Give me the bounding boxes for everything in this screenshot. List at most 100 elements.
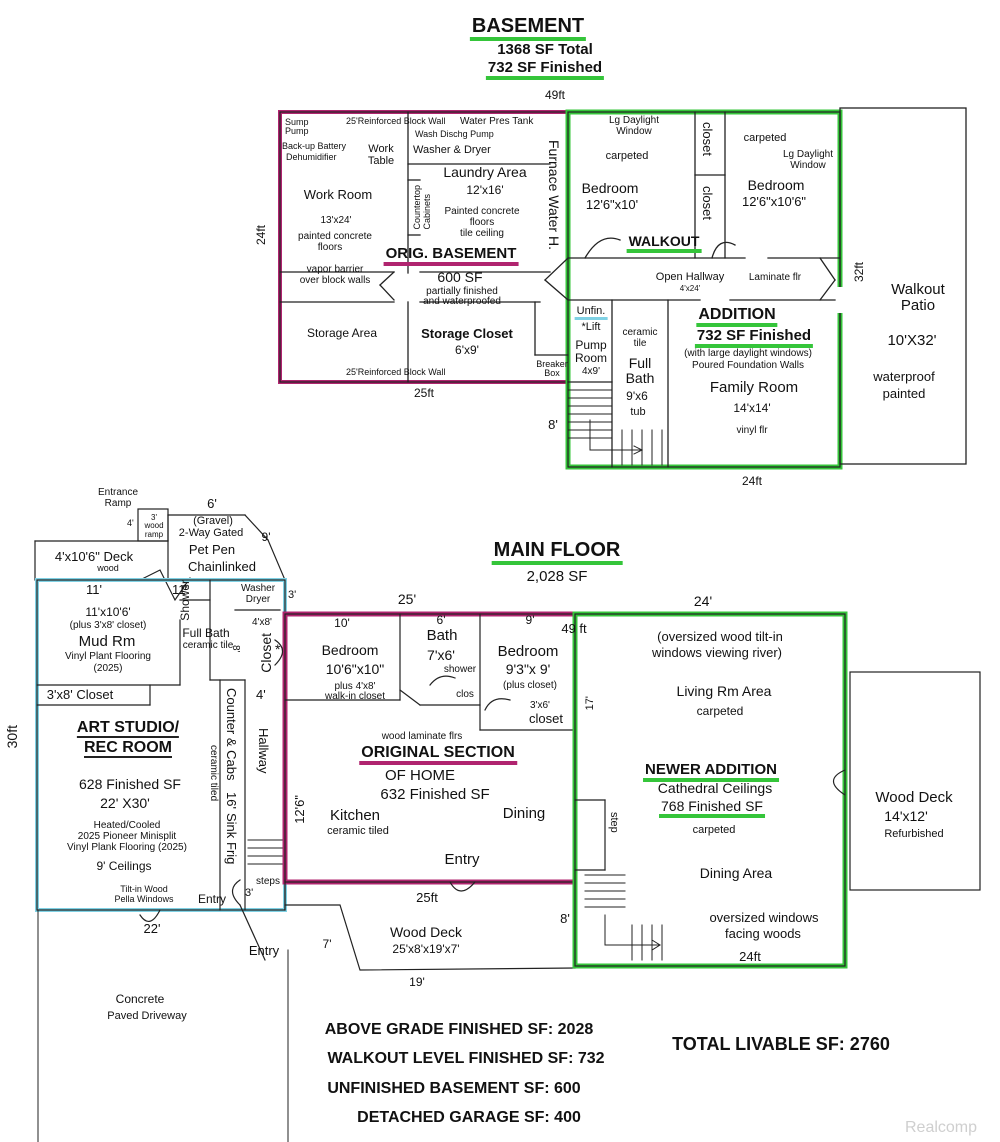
dim-10: 10' [334, 616, 350, 630]
deck-bottom-dim: 25'x8'x19'x7' [392, 942, 460, 956]
summary-above-grade: ABOVE GRADE FINISHED SF: 2028 [324, 1021, 594, 1038]
deck-right-dim: 14'x12' [884, 808, 928, 824]
mud-year: (2025) [93, 663, 123, 674]
shower-top-dim: 11' [172, 582, 188, 597]
storage-closet-dim: 6'x9' [455, 343, 479, 357]
family-room-name: Family Room [709, 379, 799, 396]
original-section-line1: ORIGINAL SECTION [359, 744, 517, 765]
art-window2: Pella Windows [114, 894, 174, 904]
bedroom-main2-note: (plus closet) [503, 680, 557, 691]
breaker-box-label: Breaker Box [536, 359, 568, 379]
newer-addition-floor: carpeted [692, 824, 736, 836]
basement-dim-bottom-right: 24ft [741, 474, 763, 488]
bedroom2-name: Bedroom [747, 177, 805, 193]
backup-battery-label: Back-up Battery [282, 141, 347, 151]
basement-title: BASEMENT [469, 15, 587, 41]
art-studio-dim: 22' X30' [100, 795, 150, 811]
orig-basement-note1: partially finished [426, 286, 498, 297]
kitchen-name: Kitchen [329, 807, 381, 824]
bedroom1-name: Bedroom [581, 180, 639, 196]
patio-name: Walkout Patio [891, 281, 945, 314]
lift-label: *Lift [581, 321, 601, 333]
laminate-label: wood laminate flrs [381, 731, 463, 742]
dim-24ft-main: 24ft [739, 949, 761, 964]
deck-bottom-name: Wood Deck [389, 924, 463, 940]
hallway-floor: Laminate flr [748, 272, 802, 283]
patio-dim: 10'X32' [887, 332, 937, 349]
work-room-name: Work Room [303, 187, 373, 202]
bedroom-main1-note2: walk-in closet [324, 691, 386, 702]
art-note3: Vinyl Plank Flooring (2025) [67, 842, 187, 853]
laundry-ceiling: tile ceiling [460, 228, 504, 239]
closet2-label: closet [700, 186, 715, 220]
hallway-dim: 4'x24' [679, 284, 701, 293]
dehumidifier-label: Dehumidifier [286, 152, 337, 162]
summary-total: TOTAL LIVABLE SF: 2760 [672, 1034, 890, 1054]
pet-pen-line2: 2-Way Gated [178, 527, 244, 539]
dining-label: Dining [502, 805, 546, 822]
basement-dim-top: 49ft [544, 88, 566, 102]
pet-pen-line3: Pet Pen [188, 542, 236, 557]
mud-floor: Vinyl Plant Flooring [65, 651, 151, 662]
work-room-floor2: floors [317, 242, 343, 253]
bath-dim: 9'x6 [626, 389, 648, 403]
closet1-label: closet [700, 122, 715, 156]
laundry-dim: 12'x16' [466, 183, 504, 197]
original-section-line2: OF HOME [385, 767, 455, 784]
basement-total-sf: 1368 SF Total [497, 41, 593, 58]
closet-3x8-label: 3'x8' Closet [46, 687, 114, 702]
addition-note2: Poured Foundation Walls [692, 360, 804, 371]
art-ceiling: 9' Ceilings [96, 859, 152, 873]
art-window1: Tilt-in Wood [120, 884, 168, 894]
living-floor: carpeted [696, 704, 744, 718]
addition-sf: 732 SF Finished [694, 327, 814, 348]
bath-tub: tub [630, 406, 646, 418]
orig-basement-title: ORIG. BASEMENT [383, 245, 519, 266]
bedroom-main2-name: Bedroom [497, 643, 559, 660]
art-studio-sf: 628 Finished SF [79, 776, 181, 792]
storage-area-label: Storage Area [306, 326, 378, 340]
driveway-line2: Paved Driveway [107, 1010, 187, 1022]
art-note1: Heated/Cooled [93, 820, 161, 831]
walkout-label: WALKOUT [626, 233, 702, 253]
storage-closet-name: Storage Closet [421, 326, 513, 341]
windows-river-line1: (oversized wood tilt-in [657, 629, 783, 644]
work-room-vapor1: vapor barrier [306, 264, 364, 275]
basement-dim-right: 32ft [852, 262, 866, 283]
bath-name: Full Bath [625, 355, 655, 386]
washer-dryer-label: Washer & Dryer [413, 144, 491, 156]
bath-tile: ceramic tile [622, 327, 658, 349]
living-name: Living Rm Area [676, 683, 772, 699]
dim-4: 4' [256, 687, 266, 702]
deck-right-name: Wood Deck [875, 789, 953, 806]
newer-addition-name: NEWER ADDITION [643, 761, 779, 782]
dim-6: 6' [436, 613, 446, 627]
dim-8-main: 8' [560, 911, 570, 926]
pet-pen-line4: Chainlinked [188, 559, 256, 574]
hallway-main-label: Hallway [256, 728, 271, 774]
basement-dim-stair: 8' [548, 417, 558, 432]
furnace-label: Furnace Water H. [546, 140, 562, 250]
orig-basement-note2: and waterproofed [423, 296, 501, 307]
closet-main-label: Closet [258, 633, 274, 673]
full-bath-main-name: Full Bath [182, 626, 230, 640]
sink-dim: 16' [224, 792, 239, 809]
ramp-dim-label: 4' [127, 518, 134, 528]
step-label: step [608, 812, 620, 833]
bath-main-shower: shower [443, 664, 477, 675]
bedroom-main2-dim: 9'3"x 9' [505, 661, 551, 677]
bedroom1-floor: carpeted [605, 150, 649, 162]
summary-walkout: WALKOUT LEVEL FINISHED SF: 732 [327, 1050, 605, 1067]
entrance-ramp-label: Entrance Ramp [97, 487, 139, 509]
closet-star: * [275, 641, 281, 657]
full-bath-main-dim: 8' [230, 645, 241, 653]
summary-garage: DETACHED GARAGE SF: 400 [357, 1109, 581, 1126]
laundry-name: Laundry Area [443, 164, 527, 180]
driveway-line1: Concrete [115, 992, 165, 1006]
dim-30: 30ft [4, 725, 20, 749]
small-deck-material: wood [97, 563, 119, 573]
patio-note1: waterproof [873, 369, 935, 384]
original-section-sf: 632 Finished SF [380, 786, 490, 803]
small-deck-name: 4'x10'6" Deck [54, 549, 134, 564]
